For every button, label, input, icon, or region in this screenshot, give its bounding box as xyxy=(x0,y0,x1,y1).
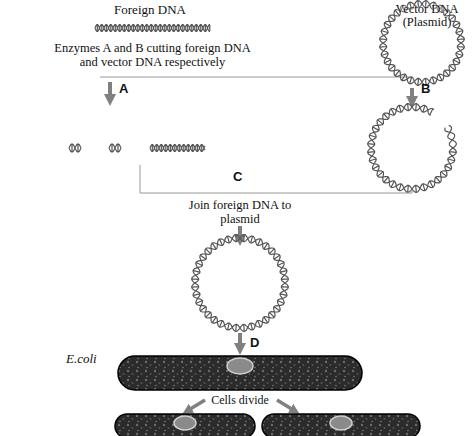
step-note: Join foreign DNA to plasmid xyxy=(180,198,300,226)
recombinant-plasmid xyxy=(192,235,289,332)
arrow-b xyxy=(410,88,414,102)
plasmid-circle: Vector DNA (Plasmid) xyxy=(377,0,467,86)
foreign-dna-helix xyxy=(95,25,210,32)
cut-plasmid xyxy=(368,104,457,193)
daughter-cell xyxy=(115,414,255,436)
arrow-divide-left xyxy=(187,400,205,411)
organism-label: E.coli xyxy=(66,352,97,366)
step-letter: B xyxy=(421,82,430,96)
dna-fragment xyxy=(69,144,81,152)
step-letter: A xyxy=(119,82,128,96)
plasmid-in-cell xyxy=(227,358,253,374)
dna-fragment xyxy=(150,145,205,152)
arrow-d xyxy=(238,333,242,349)
step-letter: D xyxy=(250,336,259,350)
node-label: Vector DNA (Plasmid) xyxy=(385,3,469,29)
dna-fragment xyxy=(109,144,121,152)
join-bracket xyxy=(140,165,412,193)
plasmid-in-cell xyxy=(174,416,196,430)
arrow-a xyxy=(108,82,112,100)
step-letter: C xyxy=(233,170,242,184)
heading-label: Foreign DNA xyxy=(90,3,210,17)
step-note: Cells divide xyxy=(200,393,280,407)
ecoli-cell xyxy=(118,356,362,390)
arrow-divide-right xyxy=(277,400,295,411)
daughter-cell xyxy=(262,414,420,436)
step-note: Enzymes A and B cutting foreign DNA and … xyxy=(45,41,260,69)
divider-line xyxy=(100,77,410,78)
plasmid-in-cell xyxy=(330,416,352,430)
